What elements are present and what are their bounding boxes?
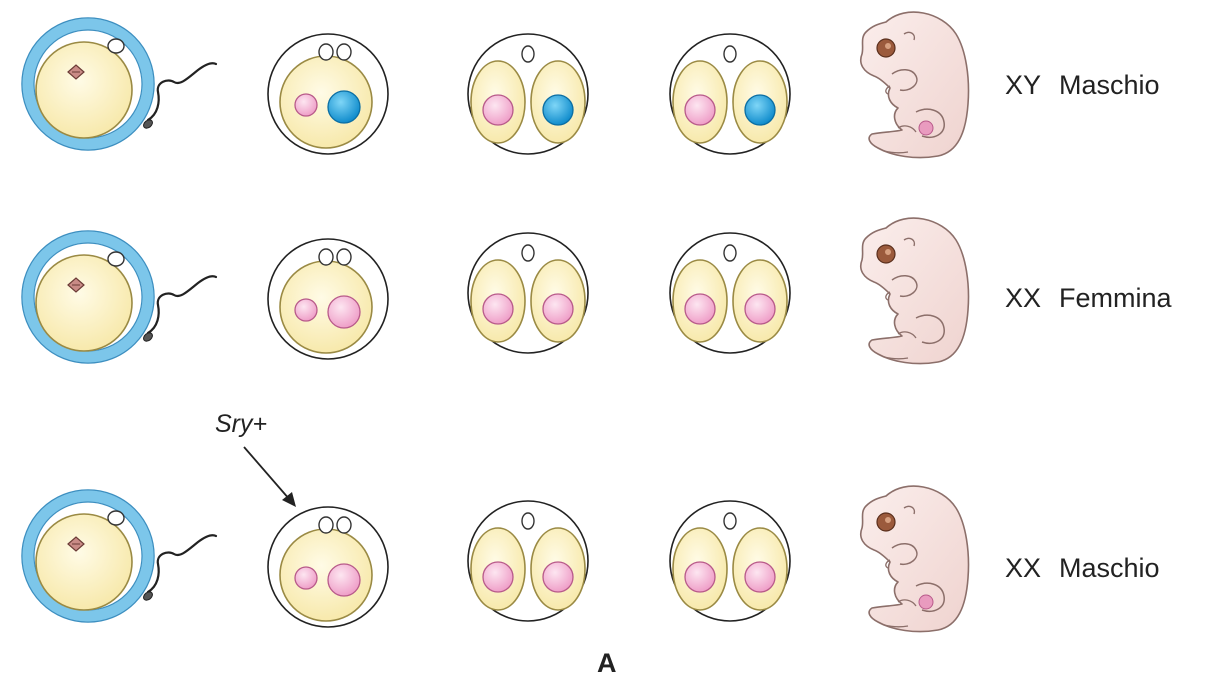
fertilized-egg-1 xyxy=(22,18,216,150)
second-pronucleus-3 xyxy=(328,564,360,596)
row-1-genotype: XY xyxy=(1005,70,1041,101)
row-2-xx xyxy=(22,218,969,363)
zygote-2 xyxy=(268,239,388,359)
row-2-label: XX Femmina xyxy=(1005,283,1172,314)
two-cell-embryo-1a xyxy=(468,34,588,154)
second-pronucleus-2 xyxy=(328,296,360,328)
second-cell-nucleus-1b xyxy=(745,95,775,125)
two-cell-embryo-3a xyxy=(468,501,588,621)
zygote-1 xyxy=(268,34,388,154)
second-cell-nucleus-3a xyxy=(543,562,573,592)
row-1-xy xyxy=(22,12,969,157)
second-cell-nucleus-3b xyxy=(745,562,775,592)
sry-transgene-label: Sry+ xyxy=(215,410,267,439)
second-cell-nucleus-2b xyxy=(745,294,775,324)
panel-letter: A xyxy=(597,648,617,679)
two-cell-embryo-2b xyxy=(670,233,790,353)
fertilized-egg-2 xyxy=(22,231,216,363)
second-cell-nucleus-2a xyxy=(543,294,573,324)
zygote-3 xyxy=(268,507,388,627)
fetus-2 xyxy=(861,218,969,363)
fetus-3 xyxy=(861,486,969,631)
row-2-genotype: XX xyxy=(1005,283,1041,314)
row-3-label: XX Maschio xyxy=(1005,553,1160,584)
row-3-genotype: XX xyxy=(1005,553,1041,584)
second-cell-nucleus-1a xyxy=(543,95,573,125)
two-cell-embryo-2a xyxy=(468,233,588,353)
row-1-phenotype: Maschio xyxy=(1059,70,1160,100)
two-cell-embryo-1b xyxy=(670,34,790,154)
row-1-label: XY Maschio xyxy=(1005,70,1160,101)
sry-arrow xyxy=(244,447,290,500)
row-3-xx-sry xyxy=(22,447,969,632)
male-genitalia-1 xyxy=(919,121,933,135)
male-genitalia-3 xyxy=(919,595,933,609)
row-3-phenotype: Maschio xyxy=(1059,553,1160,583)
second-pronucleus-1 xyxy=(328,91,360,123)
fertilized-egg-3 xyxy=(22,490,216,622)
fetus-1 xyxy=(861,12,969,157)
two-cell-embryo-3b xyxy=(670,501,790,621)
row-2-phenotype: Femmina xyxy=(1059,283,1172,313)
